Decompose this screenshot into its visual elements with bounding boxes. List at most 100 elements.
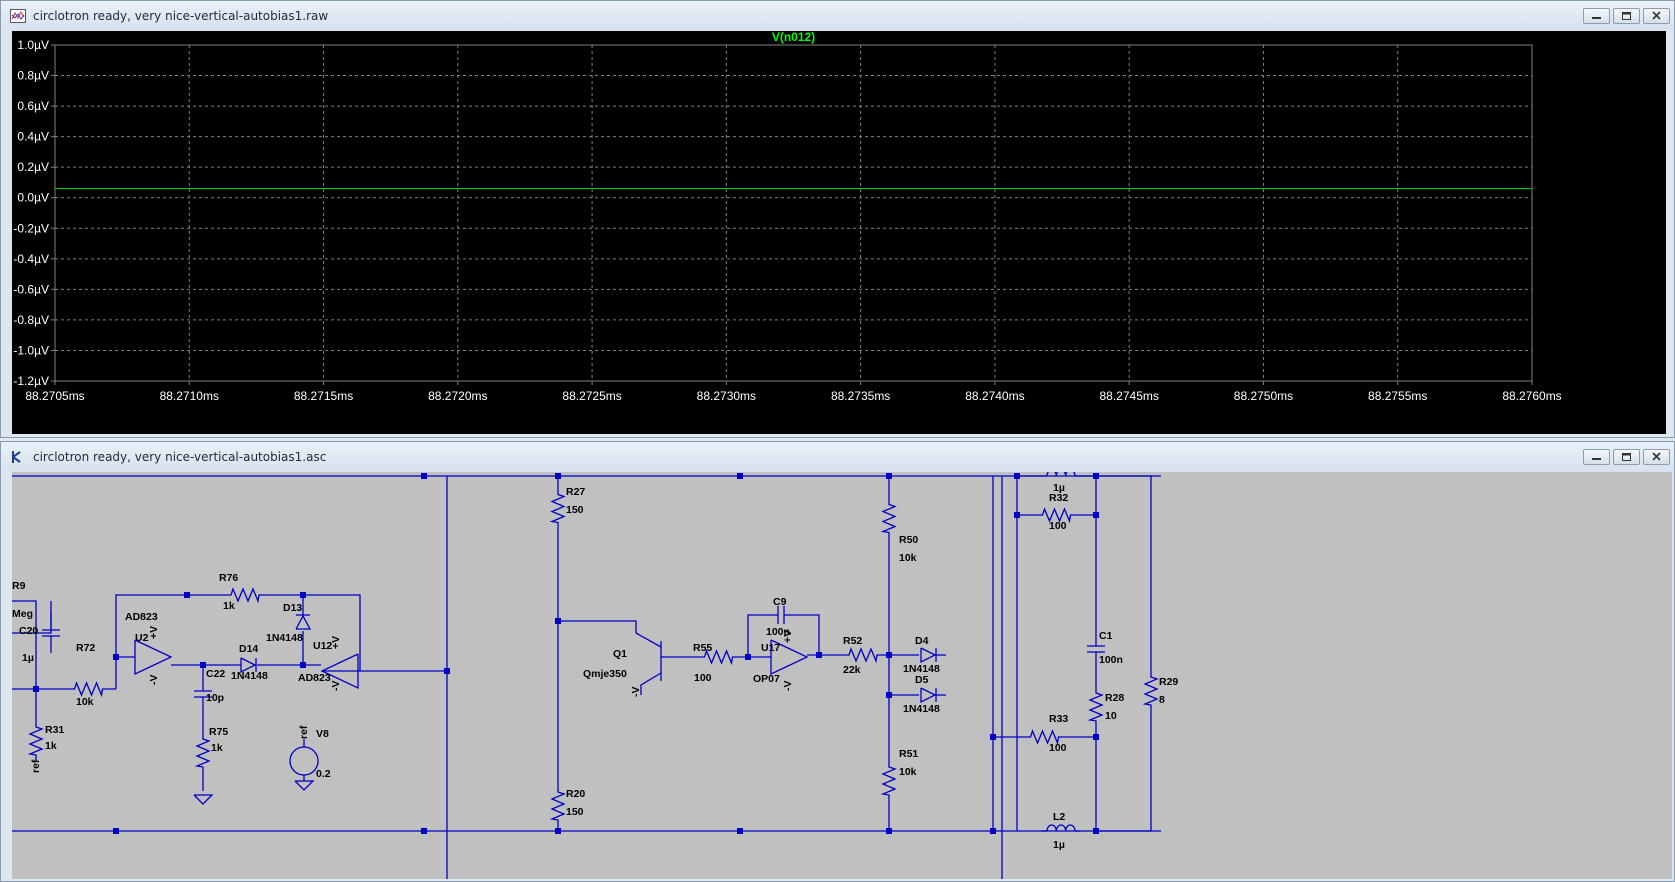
maximize-button[interactable] — [1613, 449, 1640, 465]
y-tick-label: 0.0µV — [17, 191, 49, 205]
label-r9-value: Meg — [12, 608, 33, 620]
resistor-r20 — [549, 781, 566, 831]
label-r27-value: 150 — [566, 504, 584, 516]
waveform-chart[interactable]: 1.0µV0.8µV0.6µV0.4µV0.2µV0.0µV-0.2µV-0.4… — [12, 30, 1666, 434]
x-tick-label: 88.2745ms — [1099, 389, 1158, 403]
label-r33-value: 100 — [1049, 742, 1067, 754]
y-tick-label: -0.8µV — [13, 313, 49, 327]
restore-icon — [1622, 453, 1631, 461]
label-r9: R9 — [12, 580, 26, 592]
schematic-titlebar[interactable]: circlotron ready, very nice-vertical-aut… — [1, 442, 1674, 472]
maximize-button[interactable] — [1613, 8, 1640, 24]
wire — [303, 594, 361, 671]
close-button[interactable] — [1643, 449, 1670, 465]
y-tick-label: 0.8µV — [17, 69, 49, 83]
label-l1-value: 1µ — [1053, 482, 1065, 494]
ground-symbol — [294, 780, 315, 791]
resistor-r32 — [1017, 507, 1096, 524]
label-c9: C9 — [773, 596, 787, 608]
schematic-window-title: circlotron ready, very nice-vertical-aut… — [33, 450, 327, 464]
label-u17: U17 — [761, 642, 780, 654]
resistor-r55 — [689, 649, 748, 666]
x-tick-label: 88.2725ms — [562, 389, 621, 403]
y-tick-label: -1.2µV — [13, 374, 49, 388]
x-tick-label: 88.2750ms — [1234, 389, 1293, 403]
label-r20: R20 — [566, 788, 585, 800]
label-c1: C1 — [1099, 630, 1113, 642]
label-c20-value: 1µ — [22, 652, 34, 664]
close-button[interactable] — [1643, 8, 1670, 24]
x-tick-label: 88.2730ms — [697, 389, 756, 403]
wire — [747, 614, 771, 657]
label-u12-minus: -V — [330, 681, 342, 692]
label-u2: U2 — [135, 632, 149, 644]
x-tick-label: 88.2715ms — [294, 389, 353, 403]
minimize-button[interactable] — [1583, 8, 1610, 24]
label-u2-minus: -V — [148, 675, 160, 686]
trace-label[interactable]: V(n012) — [772, 30, 815, 44]
label-u12-model: AD823 — [298, 672, 331, 684]
resistor-r52 — [837, 647, 889, 664]
transistor-q1 — [640, 672, 662, 695]
junction-dot — [737, 473, 743, 479]
label-r29: R29 — [1159, 676, 1178, 688]
x-tick-label: 88.2720ms — [428, 389, 487, 403]
waveform-titlebar[interactable]: circlotron ready, very nice-vertical-aut… — [1, 1, 1674, 31]
label-r51-value: 10k — [899, 766, 917, 778]
y-tick-label: 0.4µV — [17, 130, 49, 144]
wire — [115, 594, 187, 657]
diode-d4 — [920, 647, 937, 664]
wire — [791, 614, 820, 655]
y-tick-label: 0.2µV — [17, 160, 49, 174]
inductor-l1 — [1065, 472, 1076, 477]
y-tick-label: 0.6µV — [17, 99, 49, 113]
schematic-drawing[interactable]: R9MegC201µR311krefR7210kAD823U2+V-VR761k… — [12, 472, 1672, 879]
x-tick-label: 88.2760ms — [1502, 389, 1561, 403]
label-v8-value: 0.2 — [316, 768, 331, 780]
label-d4: D4 — [915, 635, 929, 647]
resistor-r72 — [61, 681, 116, 698]
y-tick-label: -1.0µV — [13, 343, 49, 357]
label-q1-model: Qmje350 — [583, 668, 627, 680]
label-u17-plus: +V — [782, 630, 794, 643]
label-r55-value: 100 — [694, 672, 712, 684]
diode-d14 — [240, 657, 257, 674]
resistor-r51 — [880, 731, 897, 831]
restore-icon — [1622, 12, 1631, 20]
label-q1-minus: -V — [630, 687, 642, 698]
label-d5-value: 1N4148 — [903, 703, 940, 715]
minimize-icon — [1592, 17, 1601, 19]
ground-symbol — [193, 794, 214, 805]
label-r29-value: 8 — [1159, 694, 1165, 706]
inductor-l2 — [1046, 824, 1057, 832]
label-ref-net: ref — [30, 759, 42, 773]
label-d13-value: 1N4148 — [266, 632, 303, 644]
diode-d5 — [920, 687, 937, 704]
resistor-r76 — [187, 587, 303, 604]
waveform-doc-icon — [10, 9, 26, 23]
wire — [12, 600, 37, 689]
label-r33: R33 — [1049, 713, 1068, 725]
label-r51: R51 — [899, 748, 918, 760]
label-d5: D5 — [915, 674, 929, 686]
label-u12-plus: +V — [330, 636, 342, 649]
minimize-button[interactable] — [1583, 449, 1610, 465]
label-u2-plus: +V — [148, 626, 160, 639]
junction-dot — [444, 668, 450, 674]
schematic-window: circlotron ready, very nice-vertical-aut… — [0, 441, 1675, 882]
wire — [115, 656, 135, 689]
label-d13: D13 — [283, 602, 302, 614]
label-r31: R31 — [45, 724, 64, 736]
inductor-l2 — [1065, 824, 1076, 832]
label-r50: R50 — [899, 534, 918, 546]
resistor-r50 — [880, 476, 897, 561]
y-tick-label: -0.2µV — [13, 221, 49, 235]
resistor-r33 — [993, 729, 1096, 746]
label-r75: R75 — [209, 726, 228, 738]
waveform-window-title: circlotron ready, very nice-vertical-aut… — [33, 9, 329, 23]
label-r28-value: 10 — [1105, 710, 1117, 722]
label-d14: D14 — [239, 643, 258, 655]
label-u2-model: AD823 — [125, 611, 158, 623]
